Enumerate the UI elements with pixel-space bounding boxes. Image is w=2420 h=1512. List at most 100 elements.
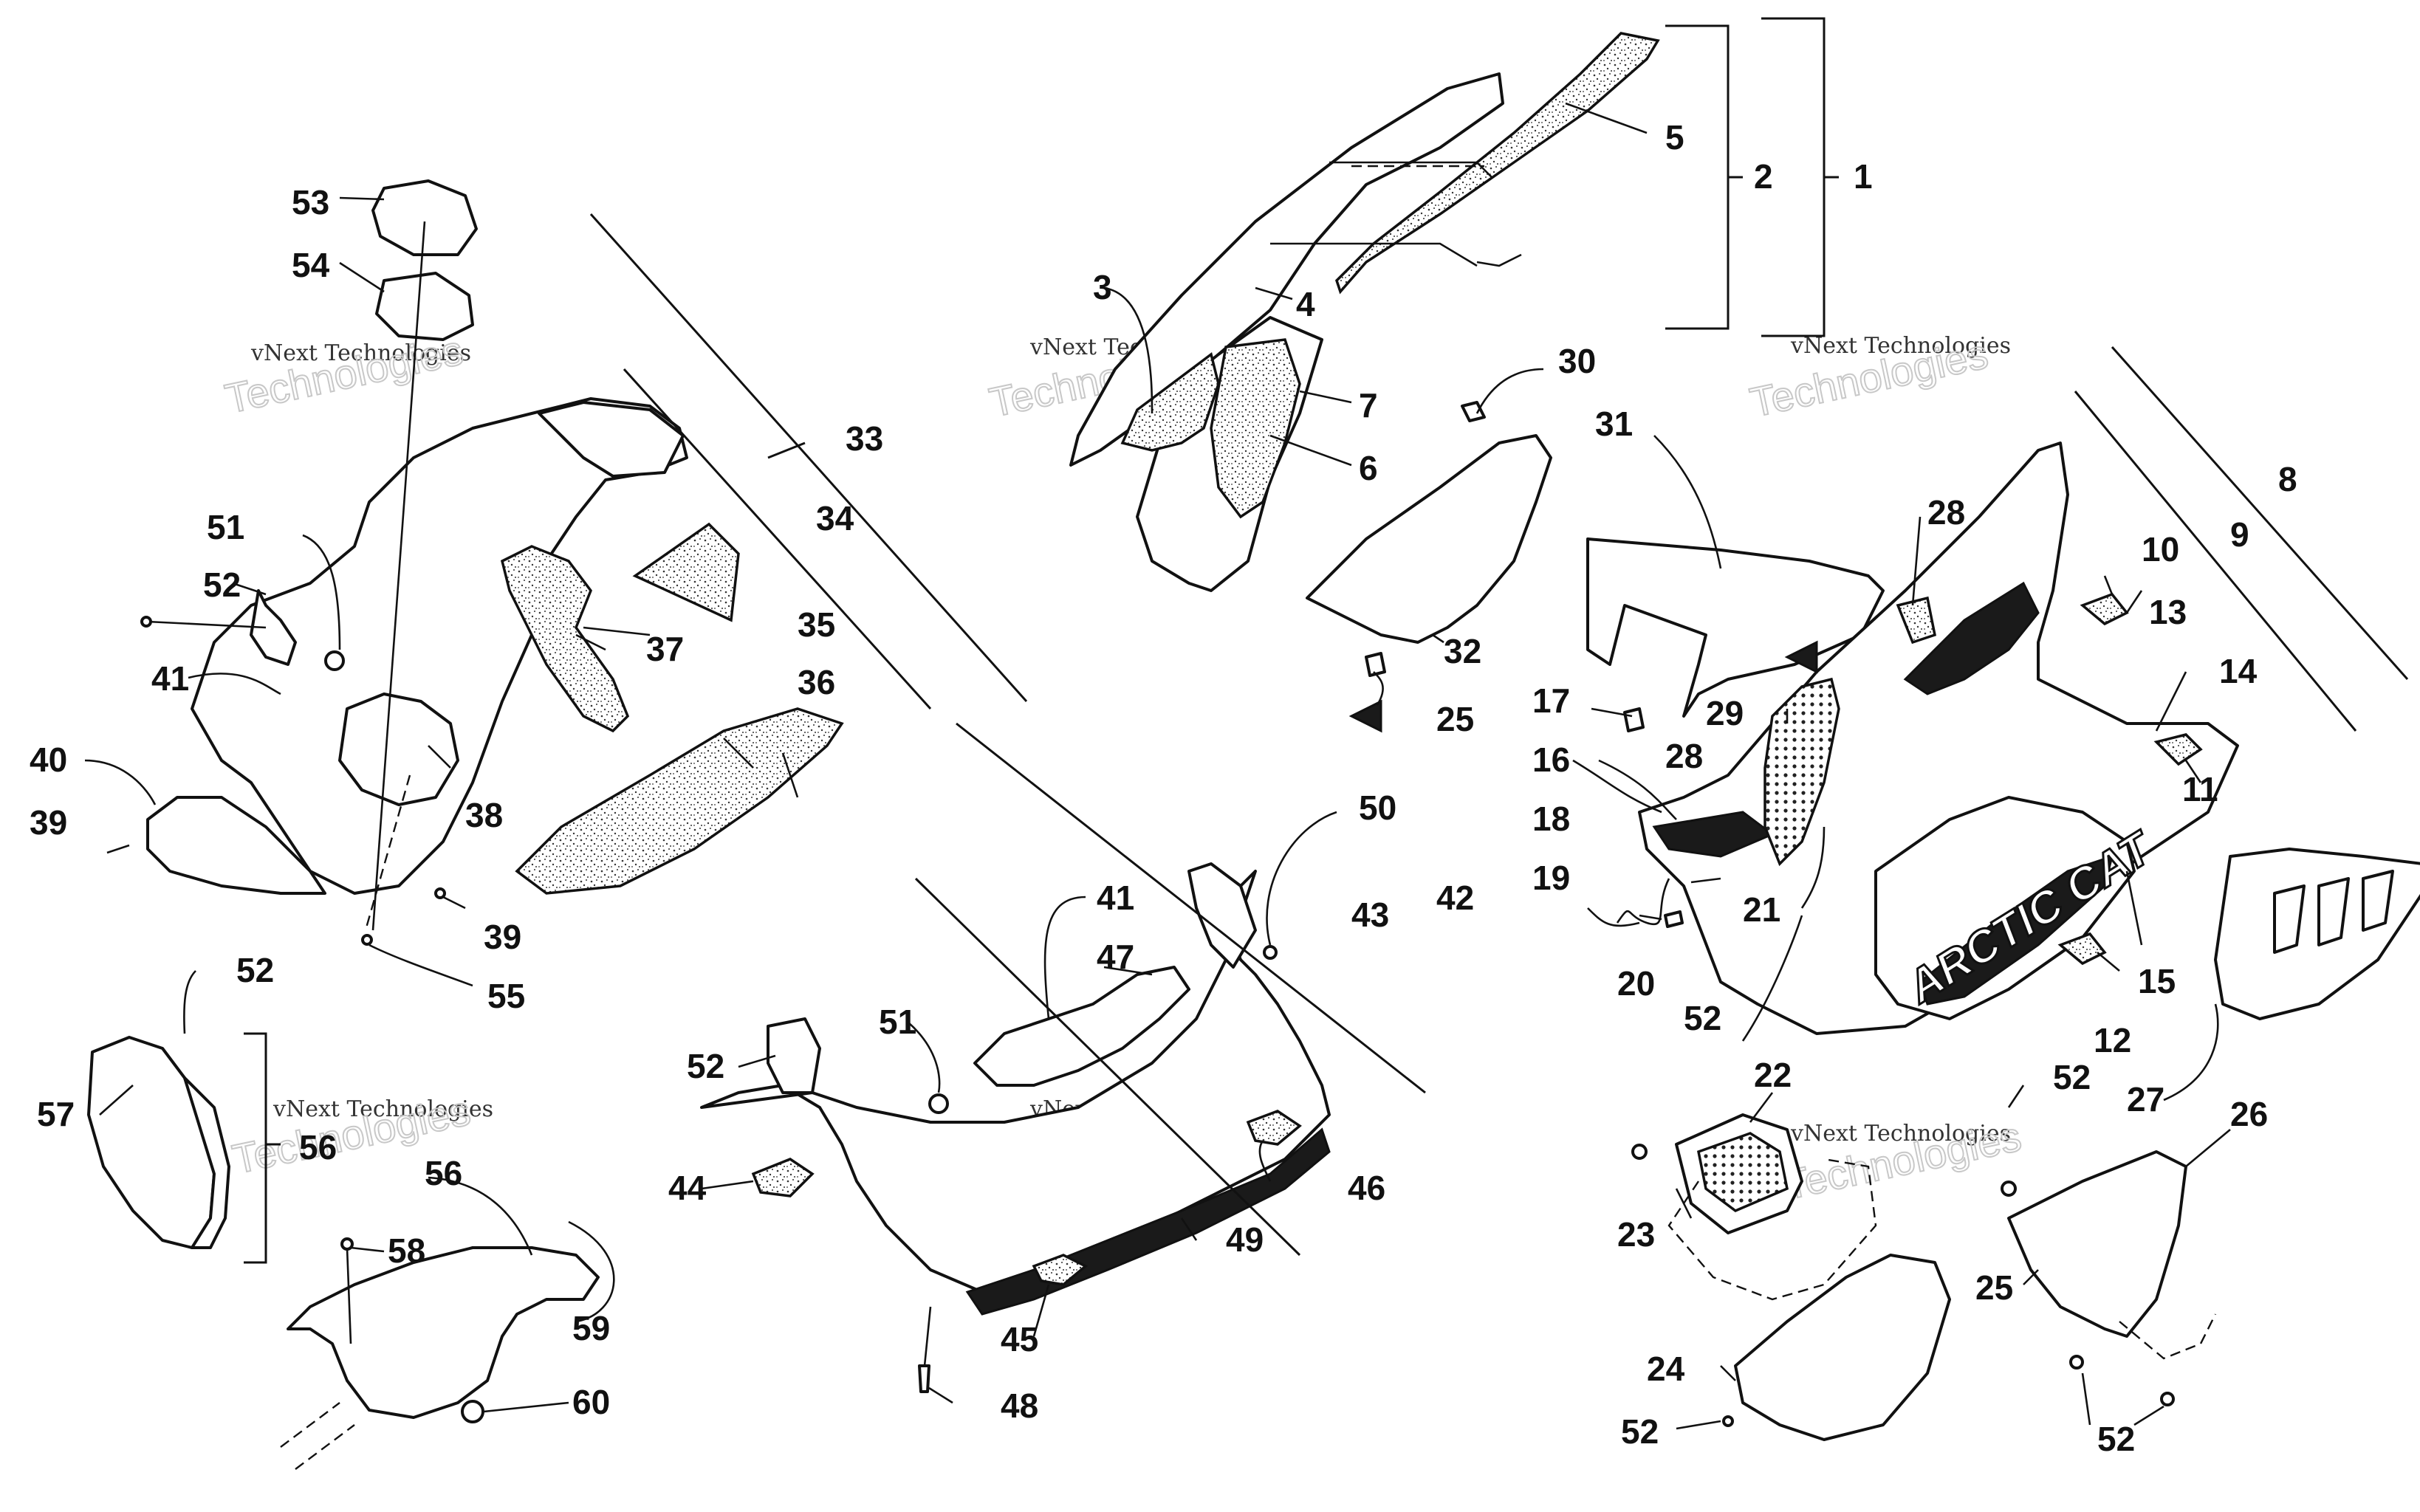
callout-43: 43 <box>1351 896 1389 934</box>
callout-33: 33 <box>846 419 883 458</box>
foam-10 <box>2080 592 2129 626</box>
fastener-51 <box>324 650 345 671</box>
callout-41a: 41 <box>151 659 189 698</box>
callout-47: 47 <box>1097 938 1134 976</box>
gasket-53 <box>371 179 478 256</box>
callout-20: 20 <box>1617 964 1655 1003</box>
cover-24 <box>1734 1254 1951 1441</box>
callout-32: 32 <box>1444 632 1481 670</box>
callout-49: 49 <box>1226 1220 1264 1259</box>
foam-11 <box>2153 733 2203 766</box>
callout-52g: 52 <box>2097 1420 2135 1458</box>
callout-26: 26 <box>2230 1095 2268 1133</box>
shield-56 <box>287 1246 600 1419</box>
watermark-company: vNext Technologies <box>1790 1121 2011 1147</box>
foam-45 <box>1032 1254 1089 1286</box>
callout-22: 22 <box>1754 1056 1792 1094</box>
rivet-50 <box>1263 945 1278 960</box>
callout-45: 45 <box>1001 1320 1038 1358</box>
callout-56a: 56 <box>299 1128 337 1166</box>
callout-29: 29 <box>1706 694 1744 732</box>
callout-35: 35 <box>798 605 835 644</box>
intake-15-stripe <box>1919 854 2114 1006</box>
foam-36 <box>515 707 844 895</box>
rivet-52 <box>1631 1144 1648 1160</box>
cable-19 <box>1587 907 1640 927</box>
callout-60: 60 <box>572 1383 610 1421</box>
screw-58 <box>340 1237 354 1251</box>
callout-52b: 52 <box>236 951 274 989</box>
callout-21: 21 <box>1743 890 1780 929</box>
callout-51a: 51 <box>207 508 244 546</box>
arrow-marker-2 <box>1784 640 1818 674</box>
nut-60 <box>461 1400 484 1423</box>
panel-57 <box>87 1036 216 1249</box>
watermark-company: vNext Technologies <box>1790 333 2011 359</box>
foam-pad-5 <box>1334 32 1660 295</box>
foam-37 <box>500 545 630 733</box>
foam-35 <box>632 522 740 622</box>
rivet-55 <box>361 934 373 946</box>
callout-3: 3 <box>1093 268 1112 306</box>
callout-4: 4 <box>1296 285 1315 323</box>
callout-11: 11 <box>2182 770 2218 808</box>
watermark-company: vNext Technologies <box>272 1096 493 1122</box>
foam-pad-6 <box>1210 338 1301 519</box>
intake-15 <box>1874 796 2136 1020</box>
callout-52f: 52 <box>1621 1412 1659 1451</box>
cable-18 <box>1616 878 1670 926</box>
callout-1: 1 <box>1854 157 1873 196</box>
rivet-52 <box>140 616 152 628</box>
belly-pan-assembly <box>106 179 844 946</box>
callout-42: 42 <box>1436 879 1474 917</box>
rivet-52 <box>2160 1392 2175 1406</box>
callout-48: 48 <box>1001 1386 1038 1425</box>
callout-25b: 25 <box>1975 1268 2013 1307</box>
callout-25a: 25 <box>1436 700 1474 738</box>
callout-54: 54 <box>292 246 330 284</box>
hood-assembly <box>1069 32 1660 592</box>
callout-13: 13 <box>2149 593 2187 631</box>
callout-18: 18 <box>1532 800 1570 838</box>
pin-48 <box>918 1364 930 1393</box>
rivet-52 <box>1722 1415 1734 1427</box>
callout-6: 6 <box>1359 449 1378 487</box>
callout-56b: 56 <box>425 1154 462 1192</box>
grille-slot-1 <box>2273 884 2306 954</box>
duct-32 <box>1306 434 1552 644</box>
panel-57-frame <box>183 1076 230 1249</box>
callout-23: 23 <box>1617 1215 1655 1254</box>
frame-31 <box>1586 537 1885 718</box>
callout-37: 37 <box>646 630 684 668</box>
callout-9: 9 <box>2230 515 2249 554</box>
callout-36: 36 <box>798 663 835 701</box>
callout-17: 17 <box>1532 681 1570 720</box>
callout-7: 7 <box>1359 386 1378 425</box>
foam-28 <box>1896 596 1937 645</box>
callout-10: 10 <box>2142 530 2179 568</box>
rivet-52 <box>2001 1181 2017 1197</box>
foam-44 <box>751 1158 815 1197</box>
callout-31: 31 <box>1595 405 1633 443</box>
grille-slot-3 <box>2362 870 2394 932</box>
grille-slot-2 <box>2317 877 2350 946</box>
clip-17 <box>1623 707 1645 732</box>
callout-57: 57 <box>37 1095 75 1133</box>
callout-19: 19 <box>1532 859 1570 897</box>
callout-53: 53 <box>292 183 329 221</box>
bracket-51 <box>250 589 297 666</box>
callout-40: 40 <box>30 740 67 779</box>
callout-39b: 39 <box>484 918 521 956</box>
side-panel-40 <box>146 796 326 895</box>
callout-leaders <box>84 102 2231 1430</box>
callout-28a: 28 <box>1927 493 1965 532</box>
callout-12: 12 <box>2094 1021 2131 1059</box>
foam-12 <box>2057 932 2107 966</box>
callout-5: 5 <box>1665 118 1684 157</box>
intake-52 <box>767 1017 821 1094</box>
callout-15: 15 <box>2138 962 2176 1000</box>
mesh-29 <box>1763 677 1840 867</box>
callout-46: 46 <box>1348 1169 1385 1207</box>
decal-stripe-upper <box>1903 581 2040 695</box>
